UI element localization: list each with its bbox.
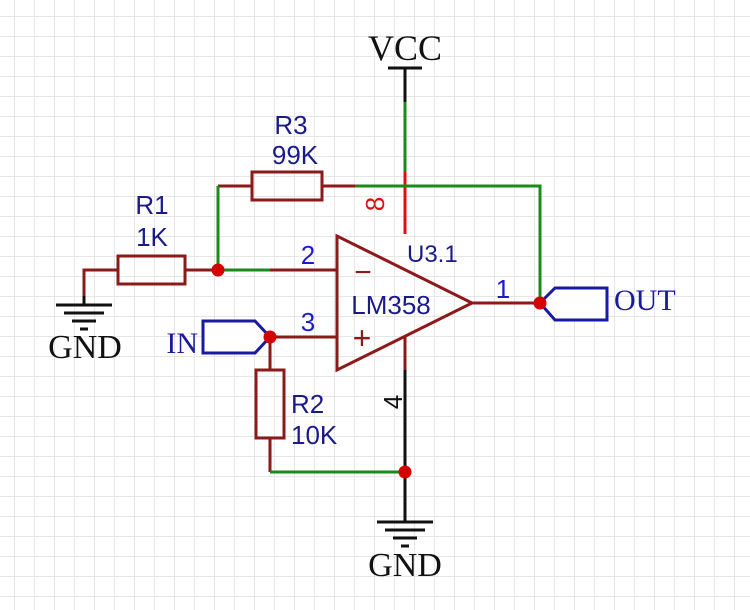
r3-name: R3 [274, 110, 307, 140]
r1-name: R1 [135, 190, 168, 220]
gnd-left-symbol: GND [48, 296, 122, 366]
gnd-bottom-symbol: GND [368, 472, 442, 584]
opamp-designator: U3.1 [407, 241, 458, 268]
pin4-number: 4 [378, 395, 408, 409]
r1-body [116, 254, 187, 286]
out-port-label: OUT [614, 284, 676, 317]
r3-value: 99K [272, 140, 319, 170]
out-port [537, 286, 609, 322]
r3-body [250, 170, 324, 202]
junction-dot-output [533, 296, 547, 310]
r2-body [254, 368, 286, 440]
junction-dot-feedback [211, 263, 225, 277]
r2-value: 10K [291, 420, 338, 450]
opamp-plus-sign: + [353, 320, 372, 356]
gnd-bottom-label: GND [368, 547, 442, 584]
r1-lead-left [82, 268, 118, 296]
opamp-part: LM358 [351, 290, 431, 320]
junction-dot-input [263, 330, 277, 344]
opamp-minus-sign: − [354, 256, 372, 289]
in-port-label: IN [166, 327, 198, 360]
vcc-label: VCC [368, 28, 442, 68]
pin3-number: 3 [301, 307, 315, 337]
pin1-number: 1 [496, 274, 510, 304]
r2-name: R2 [291, 389, 324, 419]
pin2-number: 2 [301, 240, 315, 270]
pin8-number: 8 [360, 197, 390, 211]
opamp-body [335, 233, 476, 373]
r1-value: 1K [136, 222, 168, 252]
in-port [201, 319, 273, 355]
junction-dot-ground [398, 465, 412, 479]
gnd-left-label: GND [48, 329, 122, 366]
vcc-symbol: VCC [368, 28, 442, 102]
wire-feedback-right [355, 184, 542, 302]
